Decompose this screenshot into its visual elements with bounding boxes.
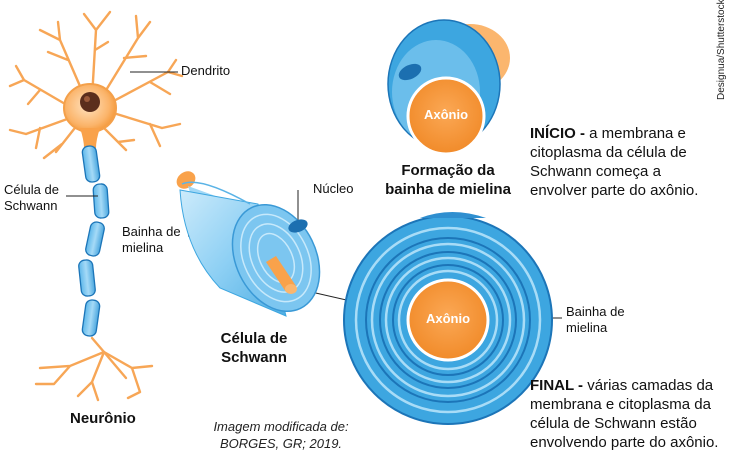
label-bainha-left: Bainha de mielina xyxy=(122,224,181,256)
text-inicio: INÍCIO - a membrana e citoplasma da célu… xyxy=(530,124,720,200)
label-axonio-top: Axônio xyxy=(423,107,469,122)
label-line: mielina xyxy=(122,240,164,255)
label-line: Célula de xyxy=(4,182,59,197)
label-line: Formação da xyxy=(401,162,495,179)
label-line: Schwann xyxy=(4,198,58,213)
label-celula-schwann-left: Célula de Schwann xyxy=(4,182,59,214)
inicio-title: INÍCIO - xyxy=(530,125,585,142)
myelin-formation xyxy=(387,19,510,156)
label-line: mielina xyxy=(566,320,608,335)
dendrites xyxy=(8,10,184,160)
cross-section-axon xyxy=(406,278,490,362)
label-dendrito: Dendrito xyxy=(181,63,231,78)
formation-nucleus xyxy=(398,63,422,81)
myelin-cross-section xyxy=(343,212,553,425)
schwann-cell-3d xyxy=(176,171,321,317)
photo-credit: Designua/Shutterstock xyxy=(716,0,727,100)
label-line: Bainha de xyxy=(566,304,625,319)
neuron xyxy=(8,10,184,402)
label-neuronio: Neurônio xyxy=(70,410,136,427)
formation-axon xyxy=(406,76,486,156)
label-formacao: Formação da bainha de mielina xyxy=(378,161,518,199)
neuron-nucleus xyxy=(80,92,100,112)
inicio-body: a membrana e citoplasma da célula de Sch… xyxy=(530,125,699,199)
source-line: Imagem modificada de: xyxy=(213,419,349,434)
label-bainha-right: Bainha de mielina xyxy=(566,304,625,336)
final-body: várias camadas da membrana e citoplasma … xyxy=(530,377,719,451)
label-celula-schwann-center: Célula de Schwann xyxy=(214,329,294,367)
image-source: Imagem modificada de: BORGES, GR; 2019. xyxy=(196,418,366,452)
label-line: Schwann xyxy=(221,349,287,366)
text-final: FINAL - várias camadas da membrana e cit… xyxy=(530,376,730,452)
schwann-nucleus xyxy=(288,219,308,233)
final-title: FINAL - xyxy=(530,377,584,394)
label-line: bainha de mielina xyxy=(385,181,511,198)
label-line: Bainha de xyxy=(122,224,181,239)
label-axonio-bottom: Axônio xyxy=(425,311,471,326)
axon-terminals xyxy=(34,336,154,402)
source-line: BORGES, GR; 2019. xyxy=(219,436,343,451)
label-nucleo: Núcleo xyxy=(313,181,354,196)
label-line: Célula de xyxy=(220,330,288,347)
myelin-segments xyxy=(78,145,110,337)
